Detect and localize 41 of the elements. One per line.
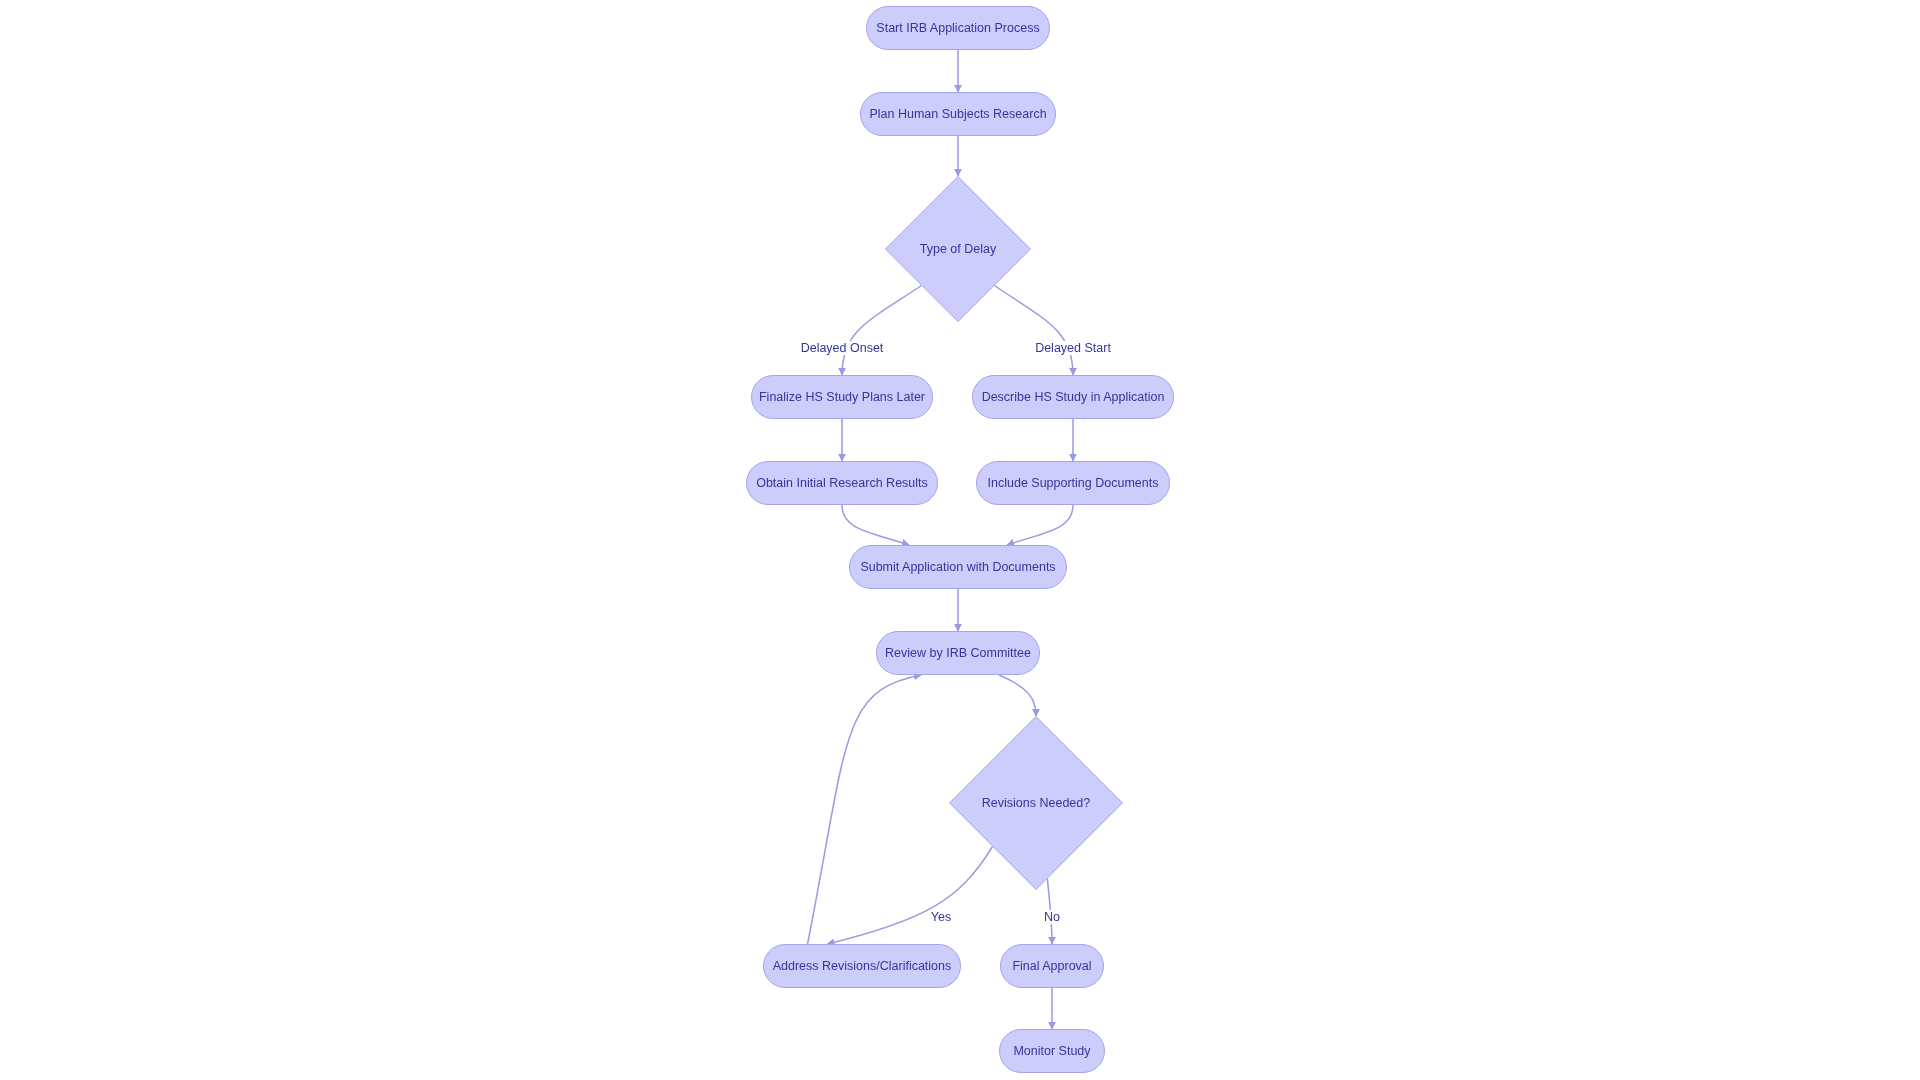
node-label: Include Supporting Documents xyxy=(987,476,1159,490)
process-box xyxy=(860,92,1056,136)
node-label: Obtain Initial Research Results xyxy=(756,476,928,490)
node-label: Revisions Needed? xyxy=(981,796,1091,810)
arrow xyxy=(954,588,962,632)
process-box xyxy=(746,461,938,505)
process-box xyxy=(1000,944,1104,988)
process-box xyxy=(999,1029,1105,1073)
process-box xyxy=(866,6,1050,50)
process-box xyxy=(972,375,1174,419)
arrow xyxy=(1069,418,1077,462)
node-label: Monitor Study xyxy=(1013,1044,1091,1058)
node-label: Review by IRB Committee xyxy=(885,646,1031,660)
node-label: Plan Human Subjects Research xyxy=(869,107,1047,121)
node-label: Start IRB Application Process xyxy=(876,21,1040,35)
node-label: Type of Delay xyxy=(919,242,997,256)
edge-label: Yes xyxy=(928,910,954,924)
process-box xyxy=(876,631,1040,675)
arrow xyxy=(1048,987,1056,1030)
arrow xyxy=(841,504,910,547)
process-box xyxy=(751,375,933,419)
edge-label: Delayed Start xyxy=(1033,341,1113,355)
node-label: Address Revisions/Clarifications xyxy=(772,959,952,973)
arrow xyxy=(1006,504,1074,547)
node-label: Finalize HS Study Plans Later xyxy=(758,390,926,404)
process-box xyxy=(849,545,1067,589)
decision-diamond xyxy=(885,176,1031,322)
process-box xyxy=(976,461,1170,505)
decision-diamond xyxy=(949,716,1123,890)
arrow xyxy=(838,418,846,462)
arrow xyxy=(993,284,1077,376)
edge-label: No xyxy=(1042,910,1062,924)
arrow xyxy=(954,135,962,177)
arrow xyxy=(954,49,962,93)
node-label: Submit Application with Documents xyxy=(860,560,1056,574)
arrow xyxy=(998,674,1040,717)
process-box xyxy=(763,944,961,988)
arrow xyxy=(838,284,923,376)
node-label: Describe HS Study in Application xyxy=(981,390,1165,404)
node-label: Final Approval xyxy=(1012,959,1092,973)
edge-label: Delayed Onset xyxy=(798,341,886,355)
